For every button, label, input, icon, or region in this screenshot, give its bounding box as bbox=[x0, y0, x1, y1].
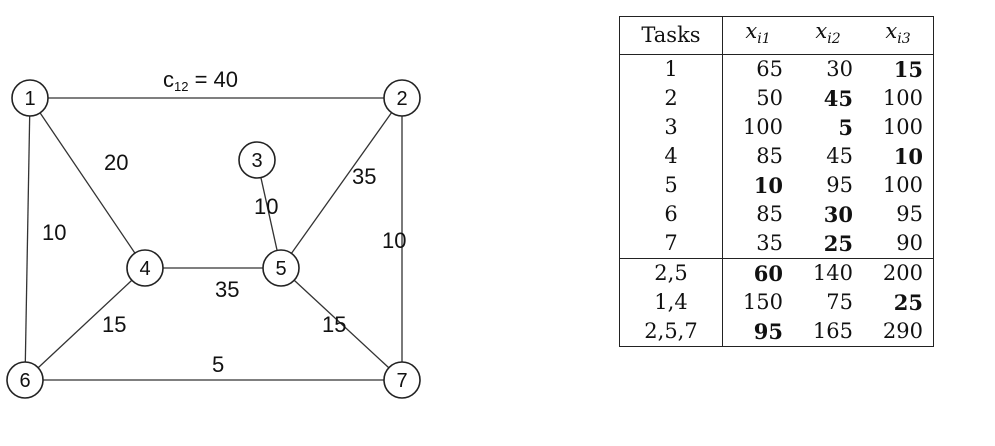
edge-label-3-5: 10 bbox=[254, 194, 278, 219]
value-cell: 30 bbox=[823, 202, 853, 228]
edge-1-6 bbox=[24, 115, 31, 363]
node-label: 7 bbox=[396, 370, 407, 392]
task-graph: c12 = 40 20 10 35 10 10 35 15 15 5 1 2 3 4 5 6 7 bbox=[6, 67, 421, 399]
edge-label-1-6: 10 bbox=[42, 220, 66, 245]
node-5: 5 bbox=[262, 249, 300, 287]
task-cell: 1,4 bbox=[619, 288, 723, 318]
node-7: 7 bbox=[383, 361, 421, 399]
value-cell: 100 bbox=[742, 115, 783, 140]
value-cell: 140 bbox=[793, 258, 863, 289]
task-cell: 1 bbox=[619, 54, 723, 85]
task-cell: 5 bbox=[619, 171, 723, 201]
task-cell: 3 bbox=[619, 113, 723, 143]
edge-4-6 bbox=[37, 279, 133, 369]
value-cell: 25 bbox=[893, 290, 923, 316]
graph-nodes: 1 2 3 4 5 6 7 bbox=[6, 79, 421, 399]
node-1: 1 bbox=[11, 79, 49, 117]
edge-label-4-5: 35 bbox=[215, 277, 239, 302]
task-cell: 2,5 bbox=[619, 258, 723, 289]
value-cell: 50 bbox=[756, 86, 783, 111]
value-cell: 45 bbox=[823, 86, 853, 112]
task-cell: 4 bbox=[619, 142, 723, 172]
header-x-i2: xi2 bbox=[793, 16, 863, 56]
header-x-i3: xi3 bbox=[863, 16, 934, 56]
graph-edges bbox=[24, 97, 403, 381]
node-6: 6 bbox=[6, 361, 44, 399]
value-cell: 85 bbox=[756, 144, 783, 169]
value-cell: 5 bbox=[838, 115, 853, 141]
value-cell: 95 bbox=[826, 173, 853, 198]
edge-label-1-4: 20 bbox=[104, 150, 128, 175]
value-cell: 25 bbox=[823, 231, 853, 257]
task-cell: 2,5,7 bbox=[619, 317, 723, 347]
node-circle bbox=[6, 361, 44, 399]
value-cell: 200 bbox=[863, 258, 934, 289]
value-cell: 100 bbox=[882, 115, 923, 140]
edge-5-7 bbox=[293, 279, 390, 369]
value-cell: 95 bbox=[896, 202, 923, 227]
header-x-i1: xi1 bbox=[722, 16, 793, 56]
node-label: 6 bbox=[19, 370, 30, 392]
table-row: 4 85 45 10 bbox=[619, 142, 934, 172]
value-cell: 85 bbox=[756, 202, 783, 227]
table-header-row: Tasks xi1 xi2 xi3 bbox=[619, 16, 934, 56]
task-cell: 7 bbox=[619, 229, 723, 259]
value-cell: 90 bbox=[896, 231, 923, 256]
table-row: 2,5,7 95 165 290 bbox=[619, 317, 934, 347]
table-row: 7 35 25 90 bbox=[619, 229, 934, 259]
node-label: 5 bbox=[275, 258, 286, 280]
value-cell: 10 bbox=[893, 144, 923, 170]
value-cell: 95 bbox=[753, 319, 783, 345]
table-row: 1,4 150 75 25 bbox=[619, 288, 934, 318]
node-label: 2 bbox=[396, 88, 407, 110]
edge-label-1-2: c12 = 40 bbox=[163, 67, 238, 94]
edge-label-4-6: 15 bbox=[102, 312, 126, 337]
node-circle bbox=[238, 141, 276, 179]
edge-1-4 bbox=[39, 112, 136, 254]
value-cell: 75 bbox=[826, 290, 853, 315]
edge-label-5-7: 15 bbox=[322, 312, 346, 337]
value-cell: 290 bbox=[882, 319, 923, 344]
node-circle bbox=[383, 361, 421, 399]
node-circle bbox=[262, 249, 300, 287]
node-circle bbox=[11, 79, 49, 117]
node-label: 1 bbox=[24, 88, 35, 110]
value-cell: 100 bbox=[882, 173, 923, 198]
value-cell: 10 bbox=[753, 173, 783, 199]
node-4: 4 bbox=[126, 249, 164, 287]
node-label: 4 bbox=[139, 258, 150, 280]
table-row: 6 85 30 95 bbox=[619, 200, 934, 230]
table-row: 2 50 45 100 bbox=[619, 84, 934, 114]
value-cell: 165 bbox=[812, 319, 853, 344]
edge-2-5 bbox=[290, 112, 393, 254]
value-cell: 150 bbox=[742, 290, 783, 315]
edge-label-2-7: 10 bbox=[382, 228, 406, 253]
value-cell: 30 bbox=[826, 57, 853, 82]
header-tasks: Tasks bbox=[619, 16, 723, 56]
edge-3-5 bbox=[260, 177, 278, 251]
edge-label-2-5: 35 bbox=[352, 164, 376, 189]
node-circle bbox=[126, 249, 164, 287]
value-cell: 35 bbox=[756, 231, 783, 256]
node-3: 3 bbox=[238, 141, 276, 179]
value-cell: 45 bbox=[826, 144, 853, 169]
value-cell: 100 bbox=[882, 86, 923, 111]
table-row: 3 100 5 100 bbox=[619, 113, 934, 143]
value-cell: 60 bbox=[722, 258, 793, 289]
edge-label-6-7: 5 bbox=[212, 352, 224, 377]
table-row: 5 10 95 100 bbox=[619, 171, 934, 201]
node-2: 2 bbox=[383, 79, 421, 117]
node-label: 3 bbox=[251, 150, 262, 172]
task-cell: 6 bbox=[619, 200, 723, 230]
value-cell: 65 bbox=[756, 57, 783, 82]
table-row: 1 65 30 15 bbox=[619, 54, 934, 85]
node-circle bbox=[383, 79, 421, 117]
value-cell: 15 bbox=[893, 57, 923, 83]
task-cell: 2 bbox=[619, 84, 723, 114]
